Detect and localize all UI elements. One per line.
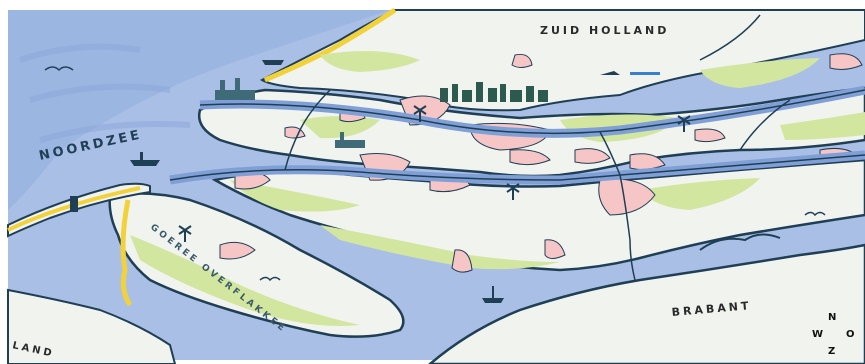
compass-rose: N W O Z xyxy=(812,312,855,357)
compass-n: N xyxy=(828,312,836,323)
compass-w: W xyxy=(812,329,823,340)
land-southwest xyxy=(7,288,177,364)
land-brabant xyxy=(428,243,865,364)
seagull-icon xyxy=(44,66,826,282)
windmill-icon xyxy=(178,105,691,242)
city-icon xyxy=(440,82,548,102)
plane-icon xyxy=(600,71,660,75)
industry-icon xyxy=(215,78,365,148)
compass-o: O xyxy=(846,329,855,340)
compass-z: Z xyxy=(828,346,835,357)
ship-icon xyxy=(130,60,504,303)
lighthouse-icon xyxy=(70,196,78,212)
label-zuid-holland: ZUID HOLLAND xyxy=(540,24,669,37)
